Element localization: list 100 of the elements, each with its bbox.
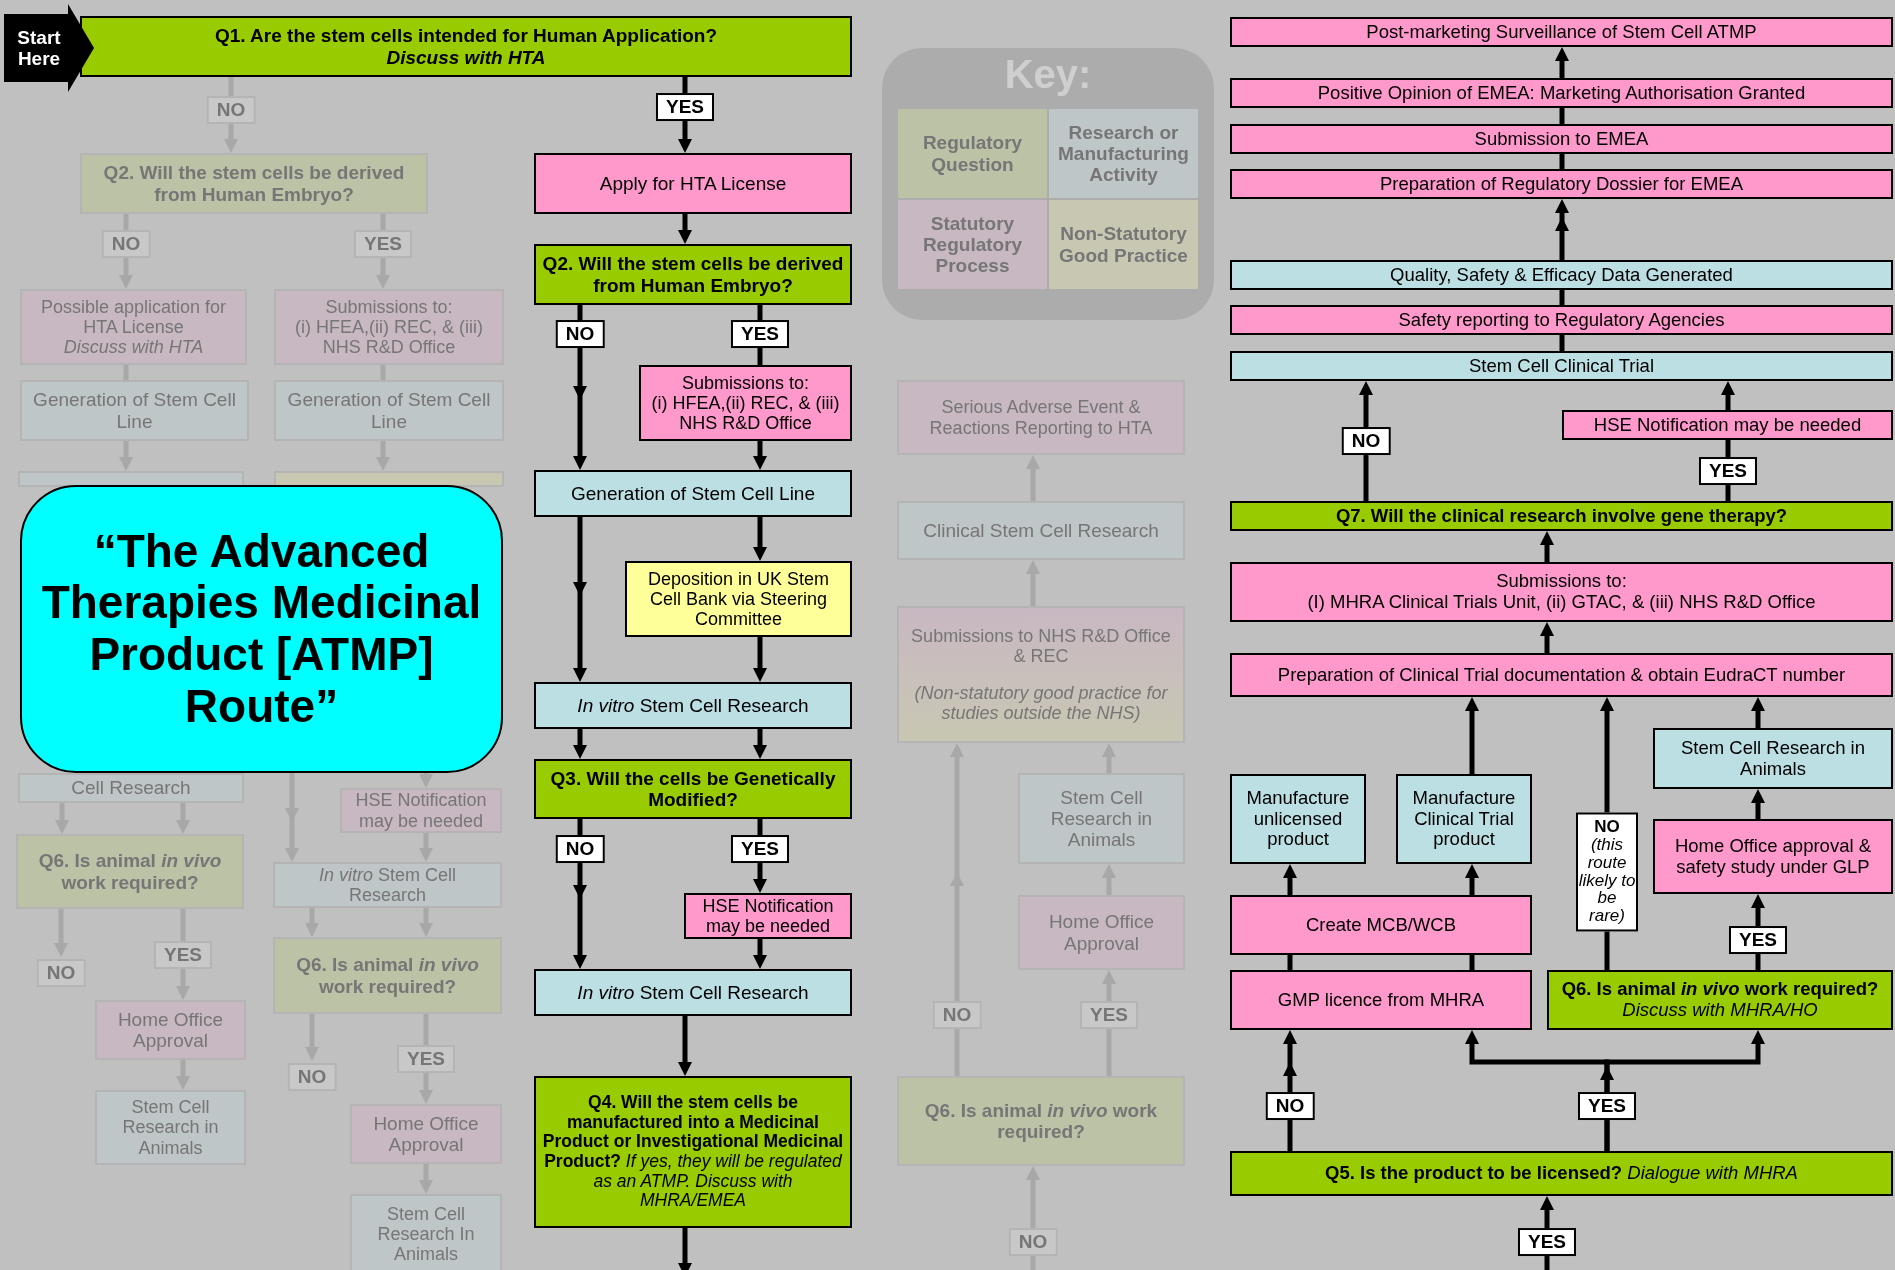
arrow — [1751, 789, 1765, 819]
arrow — [376, 441, 390, 471]
process-box: Possible application for HTA License Discuss with HTA — [20, 289, 247, 365]
decision-box: Q6. Is animal in vivo work required? — [16, 834, 244, 909]
activity-box: Stem Cell Research in Animals — [95, 1090, 246, 1165]
activity-box: Generation of Stem Cell Line — [274, 380, 504, 441]
activity-box: Generation of Stem Cell Line — [534, 470, 852, 517]
arrow — [176, 1060, 190, 1090]
activity-box: In vitro Stem Cell Research — [534, 969, 852, 1016]
process-box: Home Office Approval — [1018, 895, 1185, 970]
arrow — [573, 305, 587, 470]
legend-text: Research or Manufacturing Activity — [1057, 121, 1190, 186]
process-box: Submission to EMEA — [1230, 124, 1893, 154]
activity-box: Stem Cell Clinical Trial — [1230, 351, 1893, 381]
activity-box: In vitro Stem Cell Research — [273, 862, 502, 908]
decision-box: Q6. Is animal in vivo work required? Discuss with MHRA/HO — [1547, 970, 1893, 1030]
arrow — [1102, 743, 1116, 773]
edge-label: YES — [1518, 1228, 1576, 1256]
process-box: Safety reporting to Regulatory Agencies — [1230, 305, 1893, 335]
activity-box: Quality, Safety & Efficacy Data Generated — [1230, 260, 1893, 290]
activity-box: Manufacture Clinical Trial product — [1396, 774, 1532, 864]
arrow — [1604, 1030, 1765, 1151]
activity-box: Stem Cell Research in Animals — [1018, 773, 1185, 864]
arrow — [1540, 622, 1554, 653]
arrow — [1283, 1030, 1297, 1151]
arrow — [419, 773, 433, 788]
decision-box: Q6. Is animal in vivo work required? — [897, 1076, 1185, 1166]
edge-label: YES — [1578, 1092, 1636, 1120]
legend-text: Regulatory Question — [921, 132, 1024, 175]
decision-box: Q1. Are the stem cells intended for Human Application? Discuss with HTA — [80, 16, 852, 77]
edge-label: YES — [397, 1045, 455, 1073]
edge-label: YES — [154, 941, 212, 969]
edge-label: NO — [287, 1063, 337, 1091]
process-box: Preparation of Regulatory Dossier for EMEA — [1230, 169, 1893, 199]
legend-text: Non-Statutory Good Practice — [1058, 223, 1189, 266]
activity-box: Clinical Stem Cell Research — [897, 501, 1185, 560]
arrow — [753, 729, 767, 759]
process-box: GMP licence from MHRA — [1230, 970, 1532, 1030]
process-box: HSE Notification may be needed — [1562, 410, 1893, 440]
legend-text: Statutory Regulatory Process — [921, 212, 1024, 277]
arrow — [1555, 47, 1569, 78]
arrow — [1751, 697, 1765, 728]
process-box: Home Office Approval — [350, 1104, 502, 1164]
arrow — [1102, 864, 1116, 895]
arrow — [1555, 199, 1569, 260]
process-box: Post-marketing Surveillance of Stem Cell ATMP — [1230, 17, 1893, 47]
edge-label: NO — [206, 96, 256, 124]
process-box: Submissions to: (i) HFEA,(ii) REC, & (iii) NHS R&D Office — [274, 289, 504, 365]
callout-box: “The Advanced Therapies Medicinal Product [ATMP] Route” — [20, 485, 503, 773]
arrow — [573, 517, 587, 682]
arrow — [419, 1164, 433, 1194]
arrow — [678, 1016, 692, 1076]
decision-box: Q5. Is the product to be licensed? Dialogue with MHRA — [1230, 1151, 1893, 1196]
edge-label: NO — [36, 959, 86, 987]
start-arrow: Start Here — [4, 4, 94, 92]
arrow — [753, 517, 767, 561]
arrow — [1283, 864, 1297, 895]
activity-box: Cell Research — [18, 773, 244, 803]
edge-label: NO — [555, 835, 605, 863]
arrow — [678, 1228, 692, 1270]
activity-box: In vitro Stem Cell Research — [534, 682, 852, 729]
arrow — [305, 1014, 319, 1061]
edge-label: YES — [1080, 1001, 1138, 1029]
process-box: HSE Notification may be needed — [684, 893, 852, 939]
arrow — [1026, 560, 1040, 606]
arrow — [950, 743, 964, 1076]
activity-box: Stem Cell Research in Animals — [1653, 728, 1893, 789]
process-box: Submissions to: (I) MHRA Clinical Trials Unit, (ii) GTAC, & (iii) NHS R&D Office — [1230, 562, 1893, 622]
edge-label: NO — [555, 320, 605, 348]
decision-box: Q6. Is animal in vivo work required? — [273, 937, 502, 1014]
activity-box: Generation of Stem Cell Line — [20, 380, 249, 441]
decision-box: Q3. Will the cells be Genetically Modified? — [534, 759, 852, 819]
edge-label: YES — [1699, 457, 1757, 485]
edge-label: YES — [656, 93, 714, 121]
connector-line — [1559, 335, 1565, 351]
arrow — [753, 939, 767, 969]
arrow — [1540, 531, 1554, 562]
edge-label: YES — [731, 320, 789, 348]
arrow — [753, 441, 767, 470]
arrow — [119, 441, 133, 471]
edge-label: NO (this route likely to be rare) — [1576, 812, 1638, 932]
arrow — [305, 908, 319, 937]
connector-line — [1469, 955, 1475, 970]
connector-line — [1559, 154, 1565, 169]
edge-label: NO — [932, 1001, 982, 1029]
edge-label: NO — [1008, 1228, 1058, 1256]
process-box: Create MCB/WCB — [1230, 895, 1532, 955]
arrow — [678, 214, 692, 244]
process-box — [274, 471, 504, 487]
arrow — [1721, 381, 1735, 410]
arrow — [176, 803, 190, 834]
decision-box: Q2. Will the stem cells be derived from Human Embryo? — [80, 153, 428, 214]
process-box: Apply for HTA License — [534, 153, 852, 214]
connector-line — [380, 365, 386, 380]
process-box: Home Office Approval — [95, 1000, 246, 1060]
connector-line — [1559, 108, 1565, 124]
edge-label: YES — [731, 835, 789, 863]
activity-box — [18, 471, 244, 487]
process-box: Submissions to NHS R&D Office & REC (Non-statutory good practice for studies outside the NHS) — [897, 606, 1185, 743]
connector-line — [1287, 955, 1293, 970]
